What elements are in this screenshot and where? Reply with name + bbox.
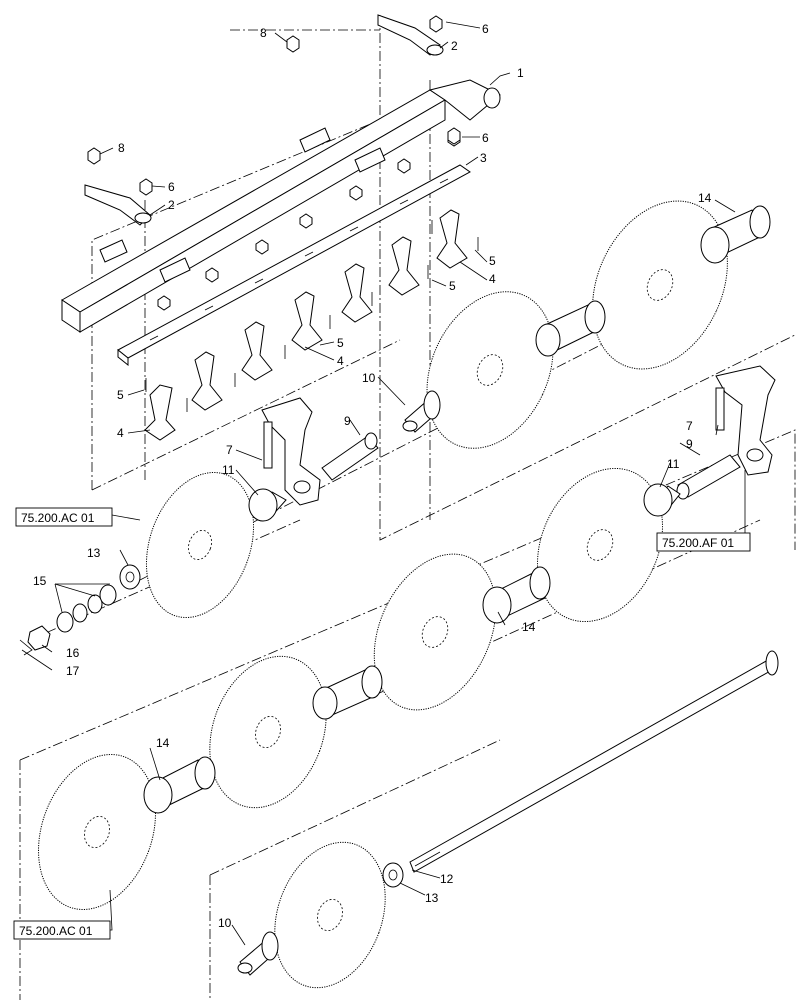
disc-3	[145, 471, 255, 619]
callout-13: 13	[425, 891, 439, 905]
callout-8: 8	[118, 141, 125, 155]
hub-11-right	[643, 483, 681, 517]
callout-15: 15	[33, 574, 47, 588]
scrapers	[144, 209, 479, 441]
reference-label: 75.200.AC 01	[19, 924, 93, 938]
reference-box-3[interactable]: 75.200.AC 01	[13, 920, 111, 940]
callout-17: 17	[66, 664, 80, 678]
hub-10-upper	[402, 390, 441, 433]
callout-13: 13	[87, 546, 101, 560]
callout-6: 6	[168, 180, 175, 194]
callout-10: 10	[218, 916, 232, 930]
callout-1: 1	[517, 66, 524, 80]
reference-label: 75.200.AC 01	[21, 511, 95, 525]
callout-2: 2	[168, 198, 175, 212]
disc-8	[274, 841, 386, 989]
callout-10: 10	[362, 371, 376, 385]
callout-2: 2	[451, 39, 458, 53]
spool-top-mid	[535, 300, 606, 357]
reference-box-1[interactable]: 75.200.AC 01	[15, 507, 113, 527]
callout-9: 9	[686, 437, 693, 451]
callout-4: 4	[489, 272, 496, 286]
callout-5: 5	[117, 388, 124, 402]
bearing-hangers	[261, 365, 776, 506]
fasteners	[19, 564, 404, 888]
spool-top-right	[700, 205, 771, 264]
disc-7	[38, 754, 156, 910]
spool-mid	[482, 566, 551, 624]
reference-label: 75.200.AF 01	[662, 536, 734, 550]
disc-4	[537, 467, 663, 623]
hub-10-lower	[237, 931, 279, 976]
callout-9: 9	[344, 414, 351, 428]
reference-box-2[interactable]: 75.200.AF 01	[656, 532, 751, 552]
callout-6: 6	[482, 131, 489, 145]
leader-lines	[21, 21, 746, 946]
axle-shaft	[409, 650, 779, 873]
callout-7: 7	[686, 419, 693, 433]
callout-4: 4	[117, 426, 124, 440]
callout-5: 5	[337, 336, 344, 350]
callout-4: 4	[337, 354, 344, 368]
frame-tube	[61, 79, 501, 333]
callout-labels: 1 2 6 8 6 3 8 6 2 14 5 4 5 5 4 10 5 9 4 …	[33, 22, 712, 930]
callout-12: 12	[440, 872, 454, 886]
callout-14: 14	[698, 191, 712, 205]
discs	[38, 200, 728, 989]
disc-1	[426, 291, 554, 449]
callout-5: 5	[449, 279, 456, 293]
mounting-strip	[117, 164, 471, 367]
spools	[143, 205, 771, 976]
callout-14: 14	[156, 736, 170, 750]
spool-lower-mid	[312, 665, 383, 720]
callout-14: 14	[522, 620, 536, 634]
callout-8: 8	[260, 26, 267, 40]
callout-5: 5	[489, 254, 496, 268]
disc-6	[209, 655, 327, 809]
callout-11: 11	[667, 457, 680, 471]
callout-6: 6	[482, 22, 489, 36]
disc-5	[373, 553, 497, 711]
hub-11-left	[248, 488, 287, 522]
brackets	[84, 14, 461, 226]
callout-11: 11	[222, 463, 235, 477]
callout-7: 7	[226, 443, 233, 457]
callout-3: 3	[480, 151, 487, 165]
callout-16: 16	[66, 646, 80, 660]
disc-2	[592, 200, 728, 370]
reference-boxes: 75.200.AC 01 75.200.AF 01 75.200.AC 01	[13, 507, 751, 940]
spool-lower-left	[143, 756, 216, 814]
